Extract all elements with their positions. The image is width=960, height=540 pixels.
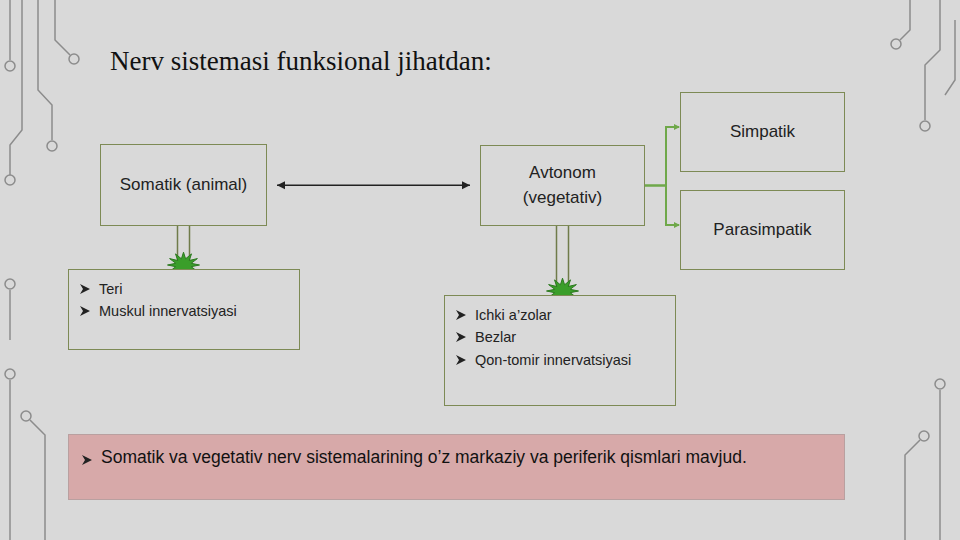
bullet-arrow	[455, 309, 467, 321]
bullet-arrow	[79, 305, 91, 317]
bullet-arrow	[79, 283, 91, 295]
bullet-arrow	[455, 331, 467, 343]
note-text: Somatik va vegetativ nerv sistemalarinin…	[101, 447, 747, 467]
somatic-box: Somatik (animal)	[100, 144, 267, 226]
connector	[547, 226, 579, 304]
list-item: Muskul innervatsiyasi	[99, 300, 291, 322]
parasympathetic-box: Parasimpatik	[680, 190, 845, 270]
box-label: Avtonom (vegetativ)	[491, 161, 634, 210]
box-label: Simpatik	[730, 120, 795, 145]
bullet-arrow	[81, 454, 93, 466]
sympathetic-box: Simpatik	[680, 92, 845, 172]
box-label: Parasimpatik	[713, 218, 811, 243]
list-item: Teri	[99, 278, 291, 300]
list-item: Qon-tomir innervatsiyasi	[475, 349, 667, 371]
list-item: Ichki a’zolar	[475, 304, 667, 326]
somatic-list-box: TeriMuskul innervatsiyasi	[68, 269, 300, 350]
note-band: Somatik va vegetativ nerv sistemalarinin…	[68, 434, 845, 500]
slide-title: Nerv sistemasi funksional jihatdan:	[110, 46, 492, 77]
connector	[645, 186, 680, 229]
list-item: Bezlar	[475, 326, 667, 348]
connector	[645, 124, 680, 186]
connector	[277, 181, 470, 189]
autonomic-box: Avtonom (vegetativ)	[480, 145, 645, 226]
autonomic-list-box: Ichki a’zolarBezlarQon-tomir innervatsiy…	[444, 295, 676, 406]
bullet-arrow	[455, 354, 467, 366]
box-label: Somatik (animal)	[120, 173, 248, 198]
